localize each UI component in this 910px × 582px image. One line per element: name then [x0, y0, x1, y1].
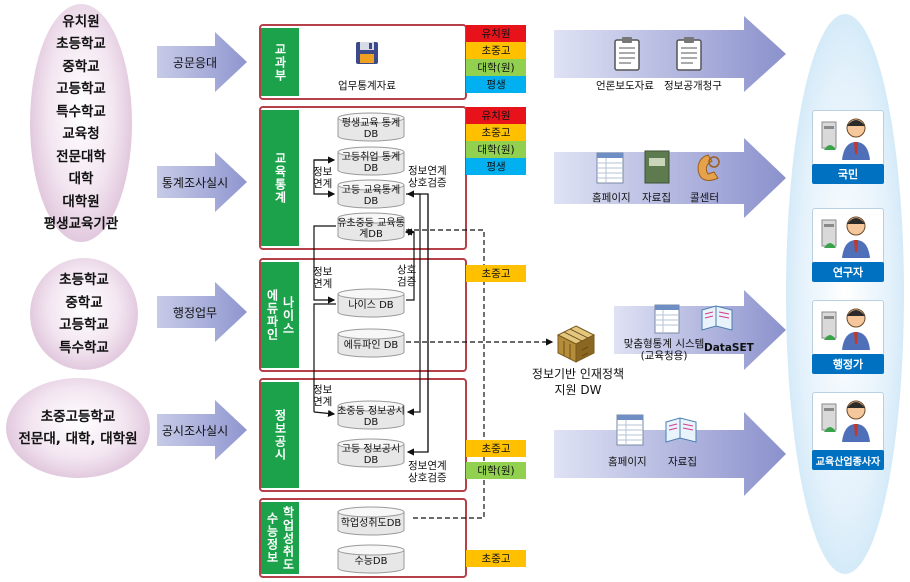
arrow-admin: 행정업무 — [157, 282, 247, 342]
badge-lifelong: 평생 — [466, 76, 526, 93]
source-item: 전문대학 — [56, 148, 106, 165]
disclosure-link-right-top: 정보연계 — [408, 460, 447, 472]
tab-neis-a: 에듀파인 — [265, 289, 279, 341]
output-custom-stats-label: 맞춤형통계 시스템 (교육청용) — [623, 338, 705, 362]
source-item: 고등학교 — [56, 81, 106, 97]
tab-disclosure: 정보공시 — [261, 382, 299, 488]
tab-moe: 교과부 — [261, 28, 299, 96]
spreadsheet-icon — [654, 304, 680, 334]
book-icon — [644, 150, 670, 184]
db-neis: 나이스 DB — [336, 288, 406, 318]
output-label: 자료집 — [642, 192, 671, 204]
spreadsheet-icon — [616, 414, 644, 446]
source-item: 대학 — [68, 171, 94, 187]
arrow-official-response: 공문응대 — [157, 32, 247, 92]
db-lifelong: 평생교육 통계DB — [336, 112, 406, 142]
source-group-institutions: 초중고등학교 전문대, 대학, 대학원 — [6, 378, 150, 478]
badge-k12: 초중고 — [466, 550, 526, 567]
output-label: 자료집 — [668, 456, 697, 468]
badge-kindergarten: 유치원 — [466, 25, 526, 42]
user-icon — [821, 118, 870, 160]
db-achievement: 학업성취도DB — [336, 506, 406, 536]
neis-link-right: 상호 검증 — [397, 264, 417, 288]
source-group-schools: 초등학교 중학교 고등학교 특수학교 — [30, 258, 138, 370]
badge-university: 대학(원) — [466, 141, 526, 158]
source-item: 전문대, 대학, 대학원 — [18, 431, 138, 447]
edu-stats-link-left: 정보 연계 — [313, 166, 333, 190]
disclosure-link-right-bottom: 상호검증 — [408, 472, 447, 484]
badge-k12: 초중고 — [466, 42, 526, 59]
source-item: 유치원 — [62, 13, 100, 30]
disclosure-link-left: 정보 연계 — [313, 384, 333, 408]
badge-university: 대학(원) — [466, 462, 526, 479]
edu-stats-link-right-bottom: 상호검증 — [408, 177, 447, 189]
phone-icon — [697, 154, 720, 181]
user-label-administrator: 행정가 — [812, 354, 884, 374]
arrow-label: 공시조사실시 — [161, 423, 229, 438]
source-item: 교육청 — [62, 126, 100, 142]
db-employment: 고등취업 통계DB — [336, 146, 406, 176]
badge-k12: 초중고 — [466, 265, 526, 282]
users-ellipse — [786, 14, 904, 574]
db-k12-disclosure: 초중등 정보공시DB — [336, 400, 406, 430]
user-label-public: 국민 — [812, 164, 884, 184]
floppy-disk-icon — [356, 42, 378, 64]
moe-item-label: 업무통계자료 — [338, 80, 396, 92]
tab-csat: 수능정보 학업성취도 — [261, 502, 299, 574]
output-label: 홈페이지 — [608, 456, 647, 468]
edu-stats-link-right-top: 정보연계 — [408, 165, 447, 177]
output-label: 콜센터 — [690, 192, 719, 204]
clipboard-icon — [614, 37, 640, 71]
badge-lifelong: 평생 — [466, 158, 526, 175]
output-label: 언론보도자료 — [596, 80, 654, 92]
spreadsheet-icon — [596, 152, 624, 184]
cube-icon — [556, 325, 596, 363]
book-icon — [665, 417, 697, 443]
db-edufine: 에듀파인 DB — [336, 328, 406, 358]
source-item: 중학교 — [62, 58, 100, 75]
arrow-label: 행정업무 — [172, 305, 218, 320]
source-item: 평생교육기관 — [43, 216, 119, 232]
output-arrows — [554, 16, 786, 496]
tab-neis-b: 나이스 — [281, 295, 295, 335]
source-item: 특수학교 — [59, 339, 109, 356]
arrow-disclosure-survey: 공시조사실시 — [157, 400, 247, 460]
db-higher-disclosure: 고등 정보공시DB — [336, 438, 406, 468]
source-group-all: 유치원 초등학교 중학교 고등학교 특수학교 교육청 전문대학 대학 대학원 평… — [30, 4, 132, 242]
user-icon — [821, 400, 870, 442]
source-item: 고등학교 — [59, 317, 109, 333]
dw-title: 정보기반 인재정책지원 DW — [531, 367, 625, 397]
book-icon — [701, 305, 733, 331]
neis-link-left: 정보 연계 — [313, 266, 333, 290]
output-label: DataSET — [704, 342, 754, 354]
tab-csat-b: 학업성취도 — [281, 505, 295, 571]
clipboard-icon — [676, 37, 702, 71]
badge-kindergarten: 유치원 — [466, 107, 526, 124]
tab-csat-a: 수능정보 — [265, 512, 279, 564]
source-item: 특수학교 — [56, 103, 106, 120]
output-label: 정보공개청구 — [664, 80, 722, 92]
db-higher-edu: 고등 교육통계DB — [336, 179, 406, 209]
source-item: 초등학교 — [56, 36, 106, 52]
db-csat: 수능DB — [336, 544, 406, 574]
tab-edu-stats: 교육통계 — [261, 110, 299, 246]
arrow-label: 통계조사실시 — [161, 175, 229, 190]
tab-neis: 에듀파인 나이스 — [261, 262, 299, 368]
source-item: 초등학교 — [59, 272, 109, 288]
user-icon — [821, 308, 870, 350]
output-label: 홈페이지 — [592, 192, 631, 204]
source-item: 대학원 — [62, 193, 100, 210]
badge-university: 대학(원) — [466, 59, 526, 76]
arrow-survey: 통계조사실시 — [157, 152, 247, 212]
arrow-label: 공문응대 — [172, 55, 218, 70]
user-icon — [821, 216, 870, 258]
user-label-researcher: 연구자 — [812, 262, 884, 282]
badge-k12: 초중고 — [466, 124, 526, 141]
source-item: 초중고등학교 — [40, 408, 116, 425]
user-label-industry: 교육산업종사자 — [812, 450, 884, 470]
db-k12-stats: 유초중등 교육통계DB — [336, 212, 406, 242]
source-item: 중학교 — [65, 294, 103, 311]
badge-k12: 초중고 — [466, 440, 526, 457]
